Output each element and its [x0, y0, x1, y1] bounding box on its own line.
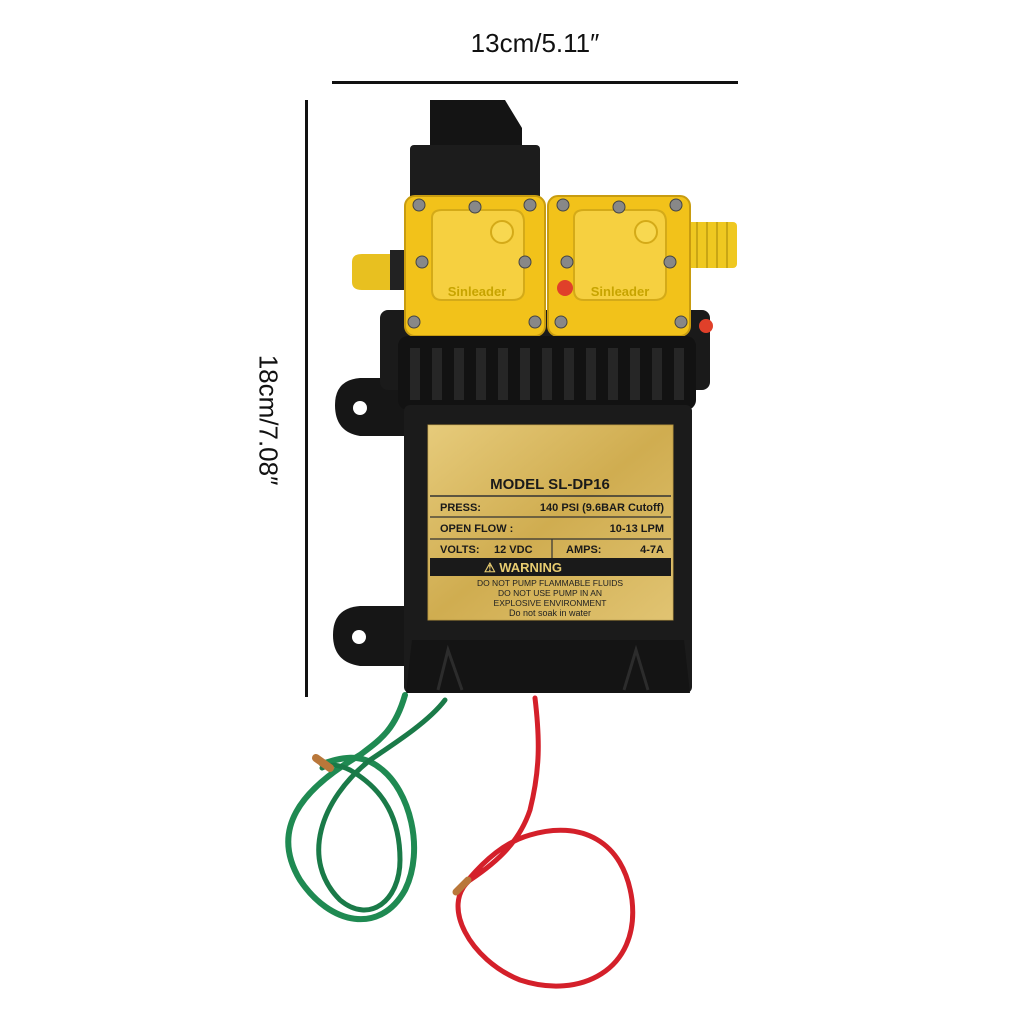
- volts-label: VOLTS:: [440, 544, 480, 556]
- amps-value: 4-7A: [640, 544, 664, 556]
- width-dimension-line: [332, 81, 738, 84]
- brand-label-right: Sinleader: [591, 284, 650, 299]
- warning-line-3: EXPLOSIVE ENVIRONMENT: [494, 598, 607, 608]
- motor-end-cap: [406, 640, 690, 693]
- green-wire: [285, 692, 448, 923]
- brand-label-left: Sinleader: [448, 284, 507, 299]
- pressure-switch-housing: [410, 100, 540, 205]
- model-text: MODEL SL-DP16: [490, 476, 610, 493]
- width-dimension-label: 13cm/5.11″: [470, 28, 600, 58]
- warning-line-4: Do not soak in water: [509, 608, 591, 618]
- press-label: PRESS:: [440, 502, 481, 514]
- height-dimension-line: [305, 100, 308, 697]
- volts-value: 12 VDC: [494, 544, 533, 556]
- red-wire: [452, 695, 636, 989]
- pump-head-right: Sinleader: [547, 195, 713, 337]
- warning-line-2: DO NOT USE PUMP IN AN: [498, 588, 602, 598]
- pump-head-left: Sinleader: [404, 195, 546, 337]
- spec-plate: MODEL SL-DP16 PRESS: 140 PSI (9.6BAR Cut…: [427, 424, 674, 621]
- warning-line-1: DO NOT PUMP FLAMMABLE FLUIDS: [477, 578, 623, 588]
- outlet-fitting: [685, 222, 737, 268]
- mounting-ear-bottom: [333, 606, 410, 666]
- flow-label: OPEN FLOW :: [440, 523, 513, 535]
- flow-value: 10-13 LPM: [610, 523, 664, 535]
- amps-label: AMPS:: [566, 544, 601, 556]
- inlet-fitting: [352, 250, 410, 290]
- press-value: 140 PSI (9.6BAR Cutoff): [540, 502, 664, 514]
- warning-title: ⚠ WARNING: [484, 560, 562, 575]
- ribbed-ring: [398, 336, 696, 410]
- mounting-ear-top: [335, 378, 410, 436]
